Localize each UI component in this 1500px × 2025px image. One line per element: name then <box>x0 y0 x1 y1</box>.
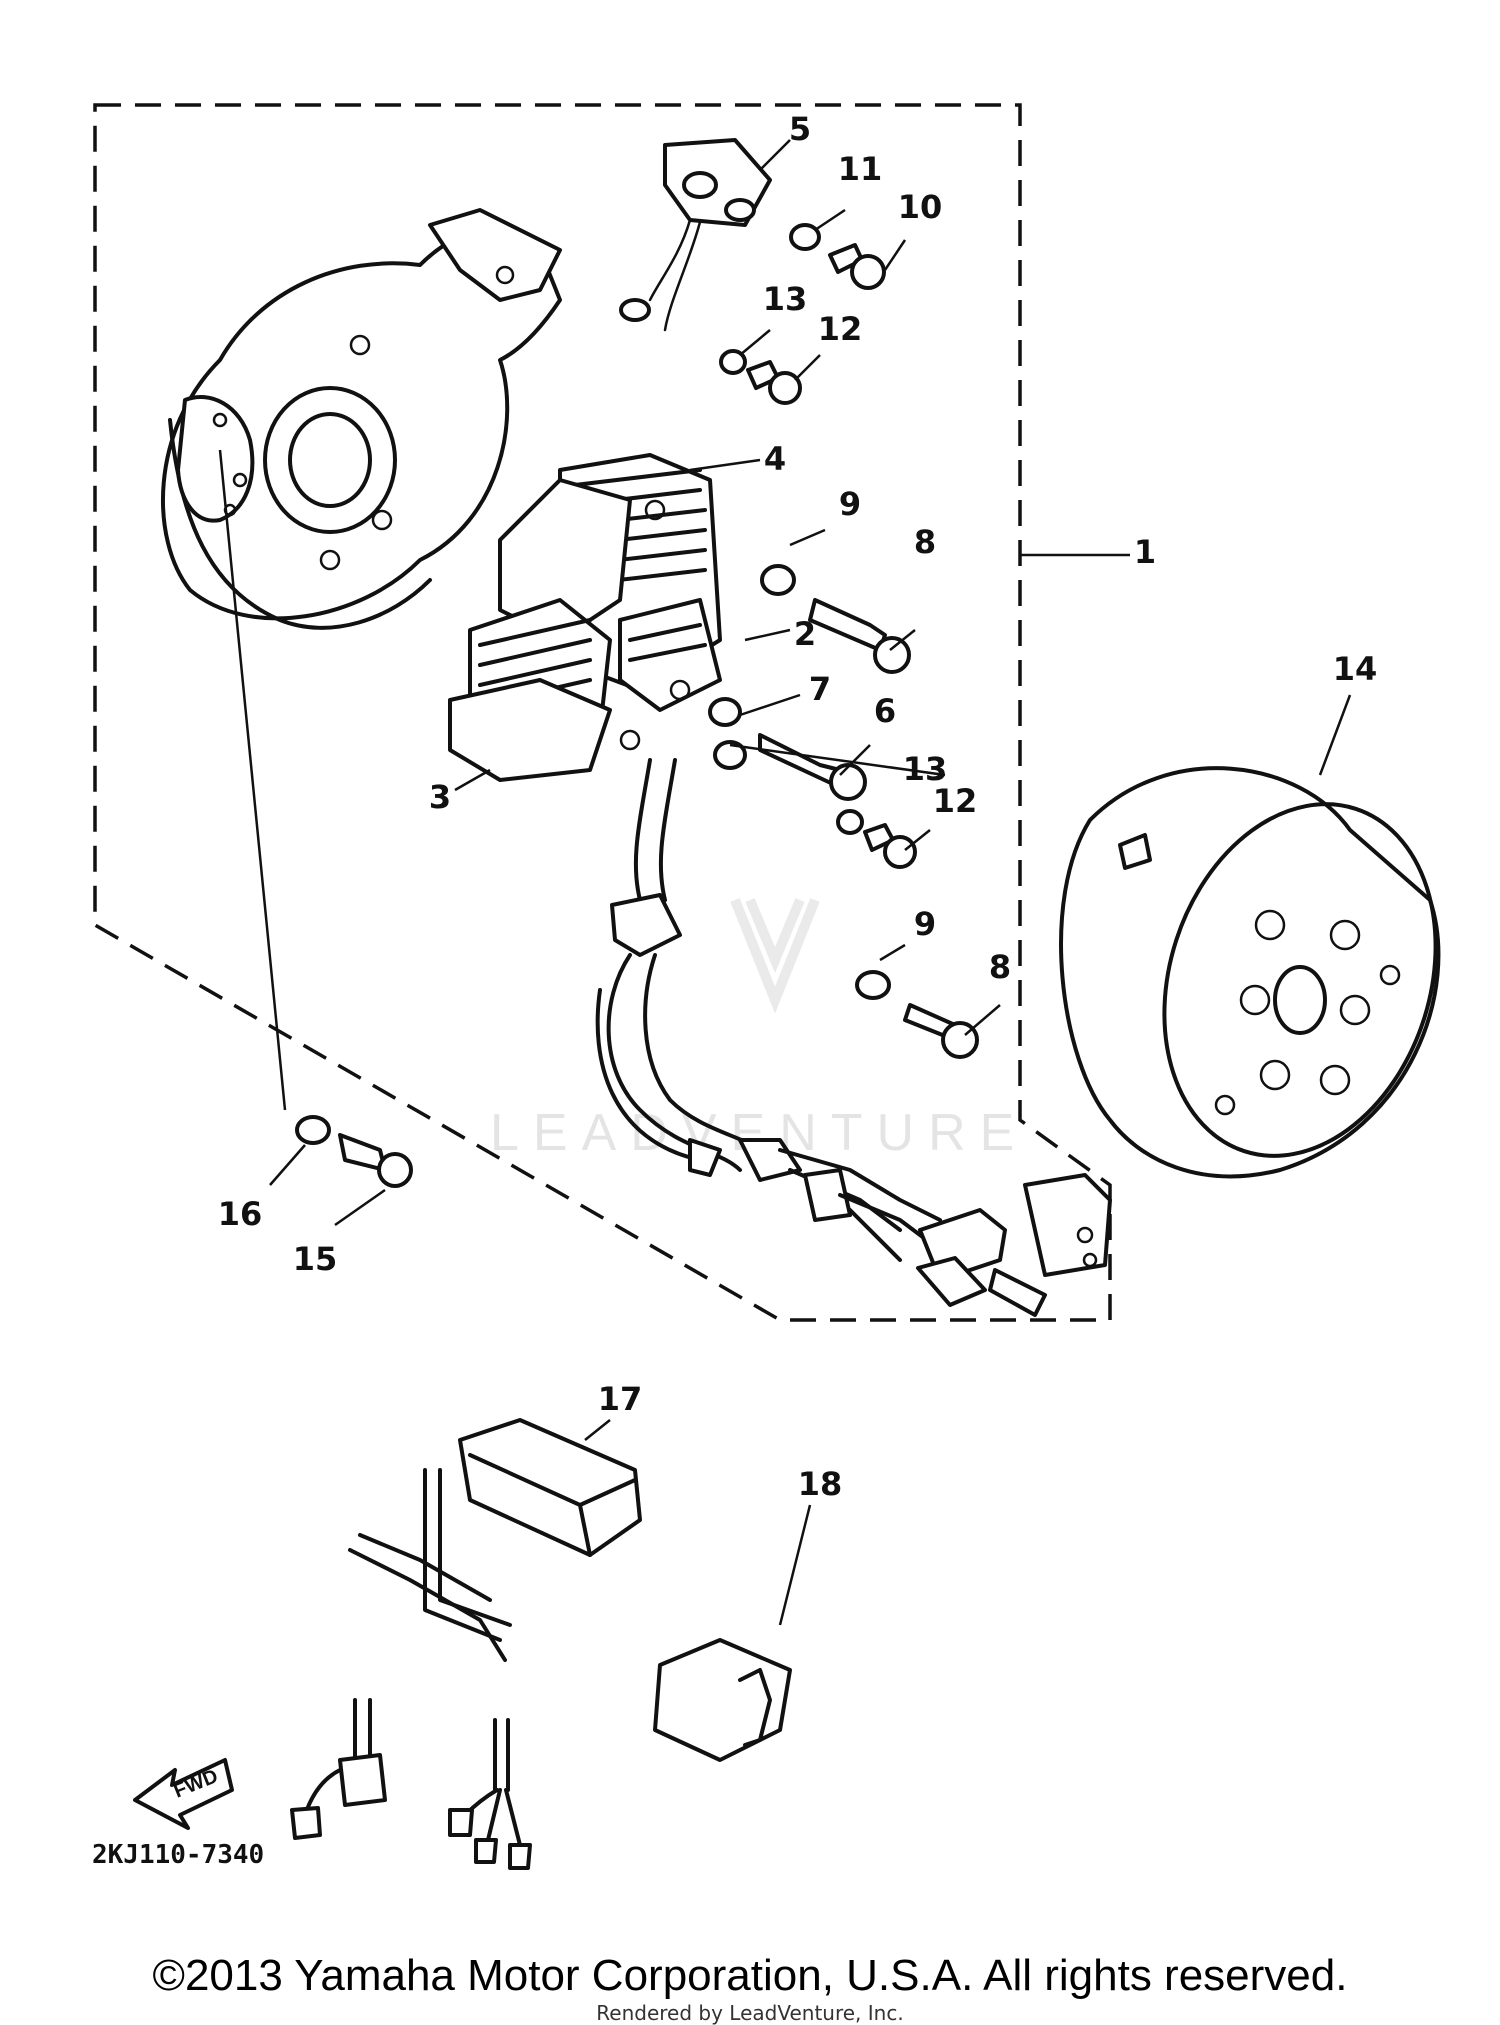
callout-9-upper: 9 <box>839 485 861 523</box>
pickup-coil <box>619 138 772 332</box>
callout-12-upper: 12 <box>818 310 863 348</box>
callout-14: 14 <box>1333 650 1378 688</box>
wiring-harness <box>595 758 1112 1317</box>
fwd-arrow-icon: FWD <box>133 1758 234 1830</box>
callout-1: 1 <box>1134 533 1156 571</box>
callout-8-upper: 8 <box>914 523 936 561</box>
cdi-clamp <box>653 1638 792 1762</box>
callout-labels: 1 2 3 4 5 6 7 8 8 9 9 10 11 12 12 13 13 … <box>218 110 1378 1503</box>
callout-13-upper: 13 <box>763 280 808 318</box>
callout-15: 15 <box>293 1240 338 1278</box>
callout-17: 17 <box>598 1380 643 1418</box>
cdi-unit <box>290 1418 642 1870</box>
callout-12-lower: 12 <box>933 782 978 820</box>
leader-lines <box>218 139 1352 1626</box>
callout-11: 11 <box>838 150 883 188</box>
fasteners <box>295 223 979 1188</box>
assembly-outline <box>93 103 1112 1322</box>
callout-5: 5 <box>789 110 811 148</box>
callout-7: 7 <box>809 670 831 708</box>
stator-base-plate <box>161 208 562 630</box>
callout-13-lower: 13 <box>903 750 948 788</box>
callout-18: 18 <box>798 1465 843 1503</box>
callout-6: 6 <box>874 692 896 730</box>
stator-coil-assembly <box>448 453 722 782</box>
diagram-code: 2KJ110-7340 <box>92 1840 264 1870</box>
callout-10: 10 <box>898 188 943 226</box>
callout-8-lower: 8 <box>989 948 1011 986</box>
callout-9-lower: 9 <box>914 905 936 943</box>
rendered-by-notice: Rendered by LeadVenture, Inc. <box>596 2001 903 2025</box>
callout-16: 16 <box>218 1195 263 1233</box>
callout-3: 3 <box>429 778 451 816</box>
callout-4: 4 <box>764 440 786 478</box>
copyright-notice: ©2013 Yamaha Motor Corporation, U.S.A. A… <box>153 1951 1348 2000</box>
callout-2: 2 <box>794 615 816 653</box>
flywheel-rotor <box>1059 766 1441 1179</box>
